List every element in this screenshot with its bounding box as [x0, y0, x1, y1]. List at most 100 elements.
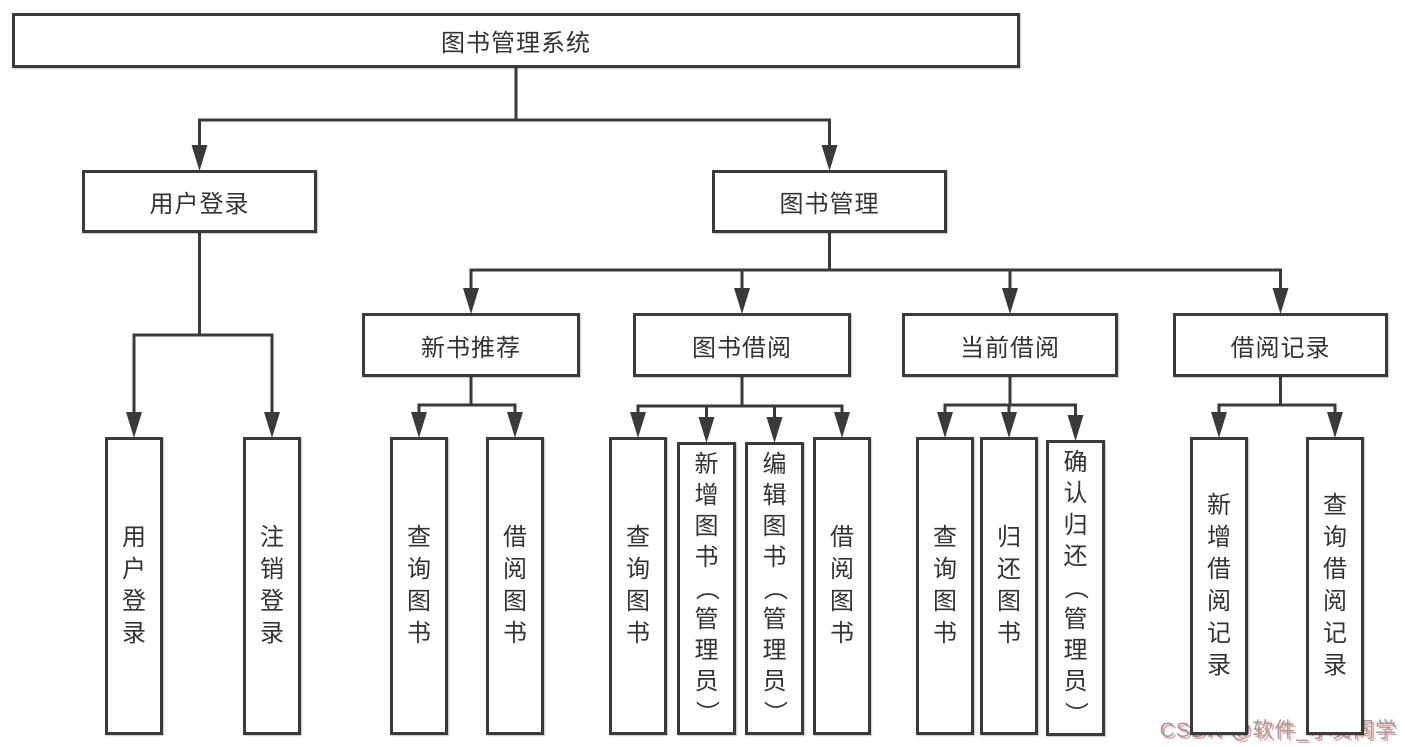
node-char: 图: [762, 513, 787, 540]
node-char: 还: [997, 556, 1021, 583]
arrowhead-icon: [766, 417, 783, 443]
arrowhead-icon: [507, 412, 523, 438]
node-char: （: [761, 576, 788, 601]
node-char: 借: [503, 524, 527, 551]
node-char: 员: [694, 668, 719, 695]
node-a1: 用户登录: [105, 437, 163, 735]
node-char: 书: [503, 620, 527, 647]
node-char: 录: [260, 620, 284, 647]
node-char: （: [1062, 575, 1090, 600]
node-b2: 借阅图书: [486, 437, 544, 735]
node-b1: 查询图书: [390, 437, 448, 735]
node-char: 查: [407, 524, 431, 551]
node-char: 户: [122, 556, 146, 583]
node-char: ）: [761, 700, 788, 725]
arrowhead-icon: [1001, 412, 1017, 438]
arrowhead-icon: [698, 417, 715, 443]
node-e1: 新增借阅记录: [1190, 437, 1248, 735]
node-char: 查: [933, 524, 957, 551]
node-current: 当前借阅: [902, 313, 1118, 377]
node-char: 登: [260, 588, 284, 615]
node-char: 图: [407, 588, 431, 615]
node-char: 管: [1063, 605, 1088, 633]
node-char: 书: [407, 620, 431, 647]
node-char: （: [693, 576, 720, 601]
node-c3: 编辑图书（管理员）: [745, 442, 804, 735]
node-char: 图: [694, 513, 719, 540]
node-char: 销: [260, 556, 284, 583]
arrowhead-icon: [1002, 288, 1018, 314]
node-records: 借阅记录: [1173, 313, 1388, 377]
node-char: 新: [694, 451, 719, 478]
node-char: 查: [626, 524, 650, 551]
node-char: 归: [997, 524, 1021, 551]
node-char: 阅: [503, 556, 527, 583]
node-char: 录: [1207, 652, 1231, 679]
node-login: 用户登录: [82, 170, 317, 233]
node-char: 阅: [1207, 588, 1231, 615]
node-char: 借: [1207, 556, 1231, 583]
arrowhead-icon: [937, 412, 953, 438]
node-c2: 新增图书（管理员）: [677, 442, 736, 735]
node-char: 借: [1323, 556, 1347, 583]
node-char: 认: [1063, 480, 1088, 508]
node-root: 图书管理系统: [12, 13, 1020, 68]
node-char: 阅: [1323, 588, 1347, 615]
node-char: 归: [1063, 511, 1088, 539]
node-char: 询: [626, 556, 650, 583]
node-char: 阅: [830, 556, 854, 583]
node-char: 管: [762, 606, 787, 633]
node-char: 理: [694, 637, 719, 664]
node-char: 书: [694, 544, 719, 571]
node-char: 借: [830, 524, 854, 551]
arrowhead-icon: [411, 412, 427, 438]
node-char: 增: [1207, 524, 1231, 551]
node-char: 图: [997, 588, 1021, 615]
arrowhead-icon: [191, 145, 208, 171]
node-c1: 查询图书: [609, 437, 667, 735]
node-char: 编: [762, 451, 787, 478]
node-a2: 注销登录: [243, 437, 301, 735]
node-char: 书: [626, 620, 650, 647]
node-char: 记: [1207, 620, 1231, 647]
node-d1: 查询图书: [916, 437, 974, 735]
node-c4: 借阅图书: [813, 437, 871, 735]
node-char: 图: [830, 588, 854, 615]
node-char: 图: [933, 588, 957, 615]
node-char: 员: [1063, 668, 1088, 696]
node-char: 理: [762, 637, 787, 664]
node-mgmt: 图书管理: [712, 170, 947, 233]
node-char: 新: [1207, 492, 1231, 519]
node-char: 询: [1323, 524, 1347, 551]
node-borrow: 图书借阅: [633, 313, 851, 377]
arrowhead-icon: [821, 145, 838, 171]
node-char: 图: [503, 588, 527, 615]
arrowhead-icon: [734, 288, 750, 314]
arrowhead-icon: [1211, 412, 1227, 438]
node-d3: 确认归还（管理员）: [1046, 440, 1105, 736]
node-char: 图: [626, 588, 650, 615]
node-d2: 归还图书: [980, 437, 1038, 735]
node-char: 录: [122, 620, 146, 647]
node-newbook: 新书推荐: [362, 313, 580, 377]
node-char: 增: [694, 482, 719, 509]
node-char: 确: [1063, 449, 1088, 477]
node-char: 辑: [762, 482, 787, 509]
node-char: 员: [762, 668, 787, 695]
node-char: 书: [997, 620, 1021, 647]
node-char: 注: [260, 524, 284, 551]
node-char: 书: [933, 620, 957, 647]
node-char: 书: [830, 620, 854, 647]
node-char: 记: [1323, 620, 1347, 647]
arrowhead-icon: [264, 412, 280, 438]
node-char: 询: [407, 556, 431, 583]
node-char: 录: [1323, 652, 1347, 679]
arrowhead-icon: [126, 412, 142, 438]
node-char: 询: [933, 556, 957, 583]
node-char: 管: [694, 606, 719, 633]
node-char: 登: [122, 588, 146, 615]
node-char: 理: [1063, 636, 1088, 664]
arrowhead-icon: [1327, 412, 1343, 438]
arrowhead-icon: [463, 288, 479, 314]
